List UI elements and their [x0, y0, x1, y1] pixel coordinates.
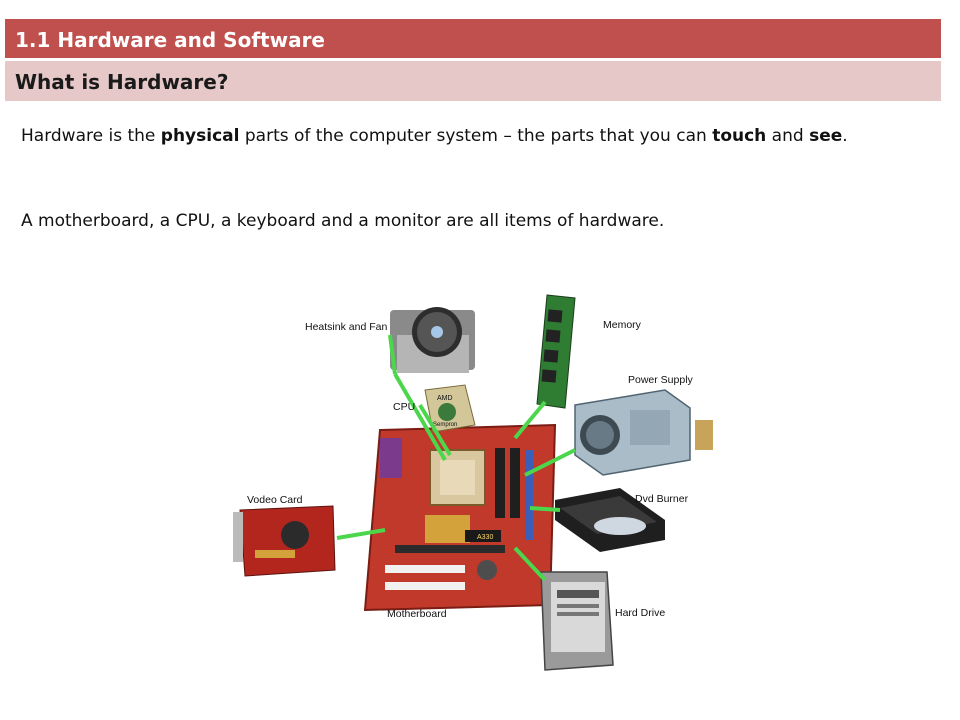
section-heading-bar: What is Hardware? — [5, 61, 941, 101]
connector-memory — [513, 400, 547, 440]
label-video-card: Vodeo Card — [247, 494, 303, 506]
emphasis-see: see — [809, 126, 843, 146]
emphasis-physical: physical — [160, 126, 240, 146]
cpu-image: AMD Sempron — [424, 384, 476, 433]
motherboard-image: A330 — [363, 423, 557, 612]
board-model-text: A330 — [477, 534, 493, 541]
label-cpu: CPU — [393, 401, 415, 413]
emphasis-touch: touch — [712, 126, 767, 146]
connector-video — [336, 528, 386, 540]
label-dvd-burner: Dvd Burner — [635, 493, 689, 505]
cpu-brand-text: AMD — [437, 395, 453, 402]
hard-drive-image — [540, 571, 614, 671]
connector-lines — [336, 334, 576, 582]
hardware-diagram: A330 AMD Sempron — [233, 294, 713, 671]
slide-title-bar: 1.1 Hardware and Software — [5, 19, 941, 58]
connector-heatsink — [388, 334, 397, 375]
connector-power — [524, 448, 576, 477]
heatsink-fan-image — [390, 307, 475, 373]
dvd-burner-image — [555, 488, 665, 552]
section-heading: What is Hardware? — [15, 70, 229, 94]
connector-cpu — [418, 403, 452, 457]
label-heatsink: Heatsink and Fan — [305, 321, 387, 333]
text-run: . — [842, 126, 848, 146]
video-card-image — [233, 505, 336, 577]
label-hard-drive: Hard Drive — [615, 607, 665, 619]
label-power-supply: Power Supply — [628, 374, 694, 386]
label-memory: Memory — [603, 319, 642, 331]
cpu-model-text: Sempron — [433, 422, 457, 428]
connector-heatsink-board — [393, 372, 447, 462]
connector-dvd — [529, 506, 561, 512]
memory-image — [536, 294, 576, 409]
examples-paragraph: A motherboard, a CPU, a keyboard and a m… — [21, 211, 665, 231]
power-supply-image — [574, 389, 713, 476]
text-run: Hardware is the — [21, 126, 161, 146]
text-run: parts of the computer system – the parts… — [239, 126, 713, 146]
connector-hdd — [513, 546, 547, 582]
definition-paragraph: Hardware is the physical parts of the co… — [21, 122, 926, 150]
label-motherboard: Motherboard — [387, 608, 447, 620]
slide-title: 1.1 Hardware and Software — [15, 28, 325, 52]
text-run: and — [766, 126, 810, 146]
